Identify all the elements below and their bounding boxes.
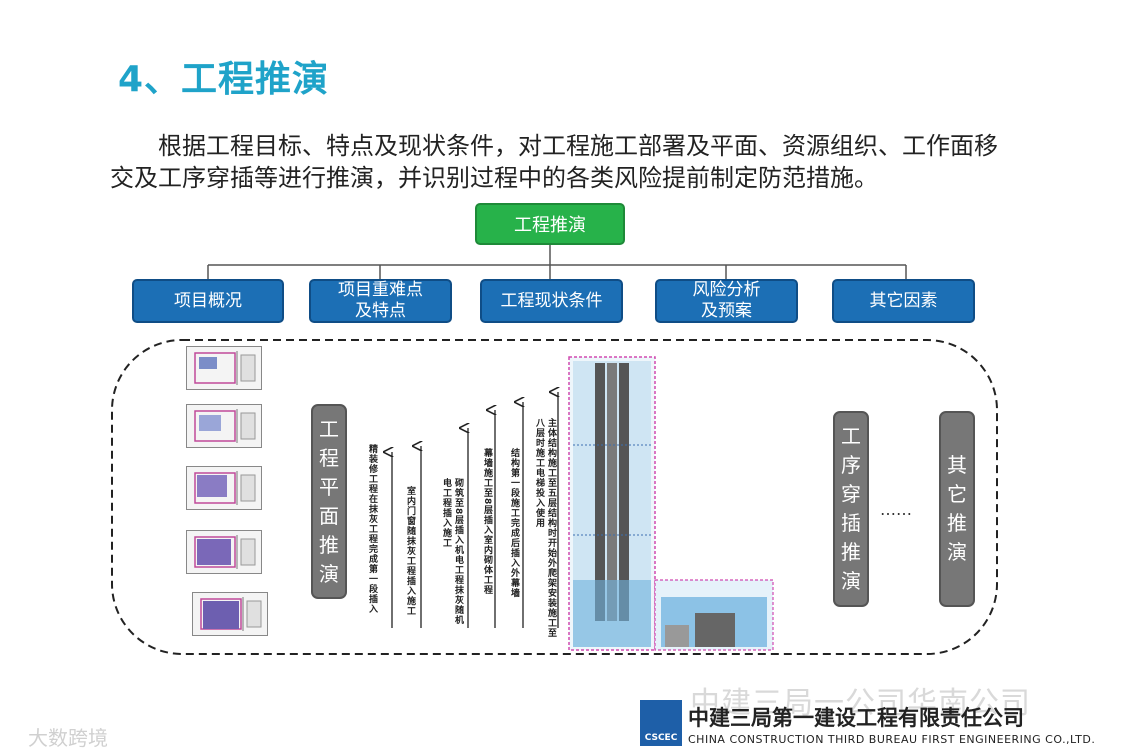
step-text-6: 主体结构施工至五层结构时开始外爬架安装施工至八层时施工电梯投入使用 bbox=[534, 418, 556, 638]
category-difficulties: 项目重难点及特点 bbox=[309, 279, 452, 323]
site-plan-thumbnail bbox=[186, 346, 262, 390]
step-text-2: 室内门窗随抹灰工程插入施工 bbox=[405, 486, 415, 616]
site-plan-thumbnail bbox=[192, 592, 268, 636]
category-other-factors: 其它因素 bbox=[832, 279, 975, 323]
root-node: 工程推演 bbox=[475, 203, 625, 245]
step-text-3: 砌筑至8层插入机电工程抹灰随机电工程插入施工 bbox=[441, 478, 463, 626]
ellipsis: …… bbox=[880, 500, 912, 519]
watermark-bottom: 大数跨境 bbox=[28, 726, 108, 750]
category-current-conditions: 工程现状条件 bbox=[480, 279, 623, 323]
category-overview: 项目概况 bbox=[132, 279, 284, 323]
step-text-4: 幕墙施工至8层插入室内砌体工程 bbox=[482, 448, 492, 596]
site-plan-thumbnail bbox=[186, 530, 262, 574]
company-name-cn: 中建三局第一建设工程有限责任公司 bbox=[688, 706, 1024, 730]
category-risk-analysis: 风险分析及预案 bbox=[655, 279, 798, 323]
company-logo: CSCEC bbox=[640, 700, 682, 746]
site-plan-thumbnail bbox=[186, 404, 262, 448]
other-deduction-box: 其它推演 bbox=[939, 411, 975, 607]
site-plan-thumbnail bbox=[186, 466, 262, 510]
intro-line-1: 根据工程目标、特点及现状条件，对工程施工部署及平面、资源组织、工作面移 bbox=[158, 132, 998, 160]
step-text-1: 精装修工程在抹灰工程完成第一段插入 bbox=[367, 444, 377, 614]
company-name-en: CHINA CONSTRUCTION THIRD BUREAU FIRST EN… bbox=[688, 733, 1096, 746]
step-text-5: 结构第一段施工完成后插入外幕墙 bbox=[509, 448, 519, 598]
watermark-company: 中建三局一公司华南公司 bbox=[690, 686, 1031, 721]
process-deduction-box: 工序穿插推演 bbox=[833, 411, 869, 607]
page-title: 4、工程推演 bbox=[118, 59, 330, 100]
intro-line-2: 交及工序穿插等进行推演，并识别过程中的各类风险提前制定防范措施。 bbox=[110, 164, 878, 192]
plane-deduction-box: 工程平面推演 bbox=[311, 404, 347, 599]
building-illustration bbox=[568, 356, 774, 651]
